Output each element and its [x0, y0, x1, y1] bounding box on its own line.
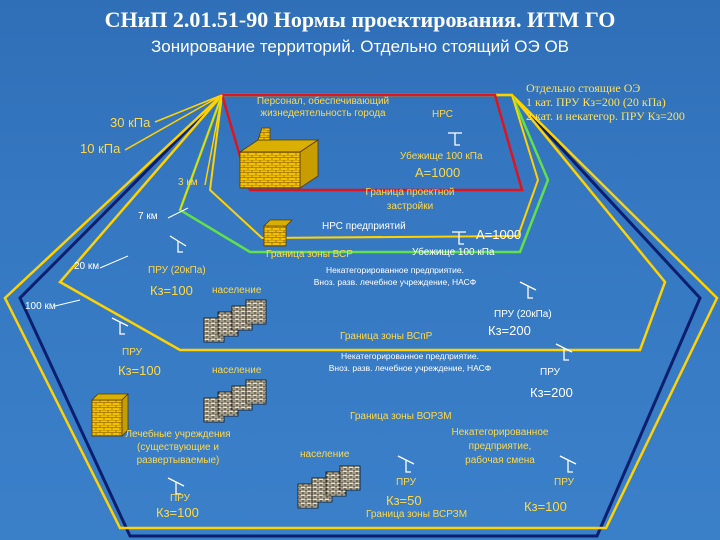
vorzm-boundary-label: Граница зоны ВОРЗМ — [350, 411, 452, 422]
building-group-population-1 — [203, 299, 267, 343]
project-boundary-line-1: Граница проектной — [365, 187, 455, 198]
shelter-100-label-inner: Убежище 100 кПа — [400, 151, 483, 162]
uncategorized-line-2b: Вноз. разв. лечебное учреждение, НАСФ — [328, 363, 492, 373]
a1000-label-project: А=1000 — [476, 227, 522, 242]
kz-100-label-bottom-left: Кз=100 — [156, 505, 199, 520]
project-yellow-zone — [208, 94, 540, 240]
page-subtitle: Зонирование территорий. Отдельно стоящий… — [150, 37, 570, 56]
uncategorized-line-1a: Некатегорированное предприятие. — [325, 265, 464, 275]
distance-leaders — [54, 207, 189, 307]
vsr-boundary-label: Граница зоны ВСР — [266, 249, 353, 260]
shelter-symbol-right2 — [555, 343, 573, 361]
uncategorized-line-1b: Вноз. разв. лечебное учреждение, НАСФ — [313, 277, 477, 287]
page-title: СНиП 2.01.51-90 Нормы проектирования. ИТ… — [104, 7, 616, 32]
shelter-symbol-nrs — [448, 132, 462, 146]
shelter-symbol-project — [452, 231, 466, 245]
building-icon-project — [263, 219, 293, 247]
distance-20km-label: 20 км — [74, 261, 100, 272]
legend-line-3: 2 кат. и некатегор. ПРУ Кз=200 — [526, 109, 685, 123]
project-boundary-line-2: застройки — [386, 201, 434, 212]
pru-20-label-right: ПРУ (20кПа) — [494, 309, 552, 320]
vspr-boundary-label: Граница зоны ВСпР — [340, 331, 433, 342]
population-label-2: население — [212, 365, 262, 376]
pru-label-bottom-right: ПРУ — [554, 477, 574, 488]
pru-label-right-2: ПРУ — [540, 367, 560, 378]
shelter-symbol-right3 — [559, 455, 577, 473]
staff-label-line-2: жизнедеятельность города — [260, 108, 386, 119]
uncategorized-line-3c: рабочая смена — [465, 455, 535, 466]
kz-200-label-right-2: Кз=200 — [530, 385, 573, 400]
kz-200-label-right-1: Кз=200 — [488, 323, 531, 338]
staff-label-line-1: Персонал, обеспечивающий — [256, 96, 390, 107]
nrs-enterprises-label: НРС предприятий — [322, 221, 406, 232]
shelter-100-label-project: Убежище 100 кПа — [412, 247, 495, 258]
pru-20-label: ПРУ (20кПа) — [148, 265, 206, 276]
uncategorized-line-3a: Некатегорированное — [451, 427, 549, 438]
population-label-1: население — [212, 285, 262, 296]
legend-line-2: 1 кат. ПРУ Кз=200 (20 кПа) — [526, 95, 666, 109]
building-group-population-3 — [297, 465, 361, 509]
distance-100km-label: 100 км — [25, 301, 56, 312]
building-group-population-2 — [203, 379, 267, 423]
medical-line-2: (существующие и — [137, 442, 219, 453]
shelter-symbol-right1 — [519, 281, 537, 299]
pru-label-bottom-left: ПРУ — [170, 493, 190, 504]
legend-line-1: Отдельно стоящие ОЭ — [526, 81, 641, 95]
pressure-30-label: 30 кПа — [110, 115, 151, 130]
pru-label-left: ПРУ — [122, 347, 142, 358]
apex-rays — [124, 94, 223, 211]
shelter-symbol-bottom-left — [167, 477, 185, 495]
building-icon-medical — [91, 393, 129, 437]
uncategorized-line-3b: предприятие, — [468, 441, 532, 452]
distance-7km-label: 7 км — [138, 211, 158, 222]
nrs-label: НРС — [432, 109, 454, 120]
pressure-10-label: 10 кПа — [80, 141, 121, 156]
shelter-symbol-mid — [397, 455, 415, 473]
shelter-symbol-pru20 — [169, 235, 187, 253]
uncategorized-line-2a: Некатегорированное предприятие. — [340, 351, 479, 361]
kz-50-label: Кз=50 — [386, 493, 422, 508]
distance-3km-label: 3 км — [178, 177, 198, 188]
shelter-symbol-pru-left — [111, 317, 129, 335]
kz-100-label-bottom-right: Кз=100 — [524, 499, 567, 514]
population-label-3: население — [300, 449, 350, 460]
kz-100-label: Кз=100 — [150, 283, 193, 298]
pru-label-bottom-mid: ПРУ — [396, 477, 416, 488]
kz-100-label-left: Кз=100 — [118, 363, 161, 378]
vsrzm-boundary-label: Граница зоны ВСРЗМ — [366, 509, 468, 520]
building-icon-inner — [238, 127, 320, 189]
a1000-label-inner: А=1000 — [415, 165, 461, 180]
medical-line-3: развертываемые) — [136, 455, 220, 466]
medical-line-1: Лечебные учреждения — [125, 429, 231, 440]
